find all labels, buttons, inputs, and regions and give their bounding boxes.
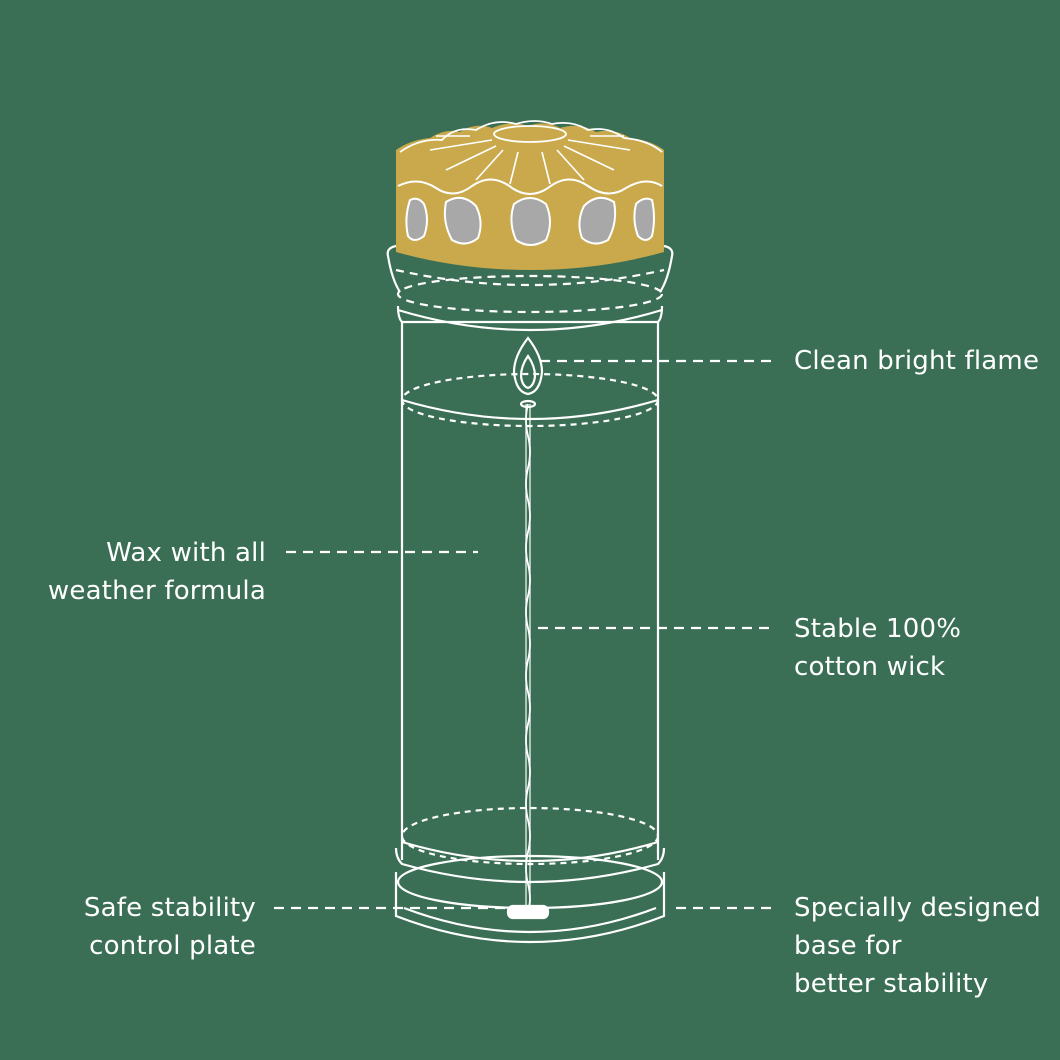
lid-wavy-rim [397, 178, 663, 195]
callout-base: Specially designed base for better stabi… [794, 889, 1041, 1003]
callout-wick-line-1: Stable 100% [794, 614, 962, 644]
callout-base-line-1: Specially designed [794, 893, 1041, 923]
callout-wax: Wax with all weather formula [48, 534, 266, 610]
callout-plate-line-1: Safe stability [83, 893, 256, 923]
callout-base-line-2: base for [794, 931, 902, 961]
lid-collar [386, 244, 674, 293]
callout-plate-line-2: control plate [89, 931, 256, 961]
callout-wick-line-2: cotton wick [794, 652, 946, 682]
rim-dashed-ring [396, 274, 664, 314]
callout-plate: Safe stability control plate [84, 889, 256, 965]
callout-flame: Clean bright flame [794, 342, 1039, 380]
lid [396, 120, 664, 270]
callout-wax-line-2: weather formula [47, 576, 266, 606]
callout-base-line-3: better stability [794, 969, 989, 999]
base-line-3 [403, 906, 657, 934]
flame-outer [512, 336, 544, 396]
rim-band [396, 305, 664, 324]
lid-center-hole [493, 125, 567, 143]
lid-body [396, 123, 664, 270]
wick-top [519, 399, 537, 409]
lid-windows [405, 196, 655, 246]
leader-lines [274, 359, 776, 910]
callout-flame-line-1: Clean bright flame [794, 346, 1040, 376]
lid-rays [429, 135, 631, 185]
callout-wick: Stable 100% cotton wick [794, 610, 961, 686]
rim-hidden-edge [395, 268, 665, 287]
stability-plate [506, 904, 550, 920]
flame-inner [519, 354, 537, 390]
rim-band-lower [397, 308, 663, 332]
callout-wax-line-1: Wax with all [106, 538, 266, 568]
base-cup [394, 872, 666, 944]
